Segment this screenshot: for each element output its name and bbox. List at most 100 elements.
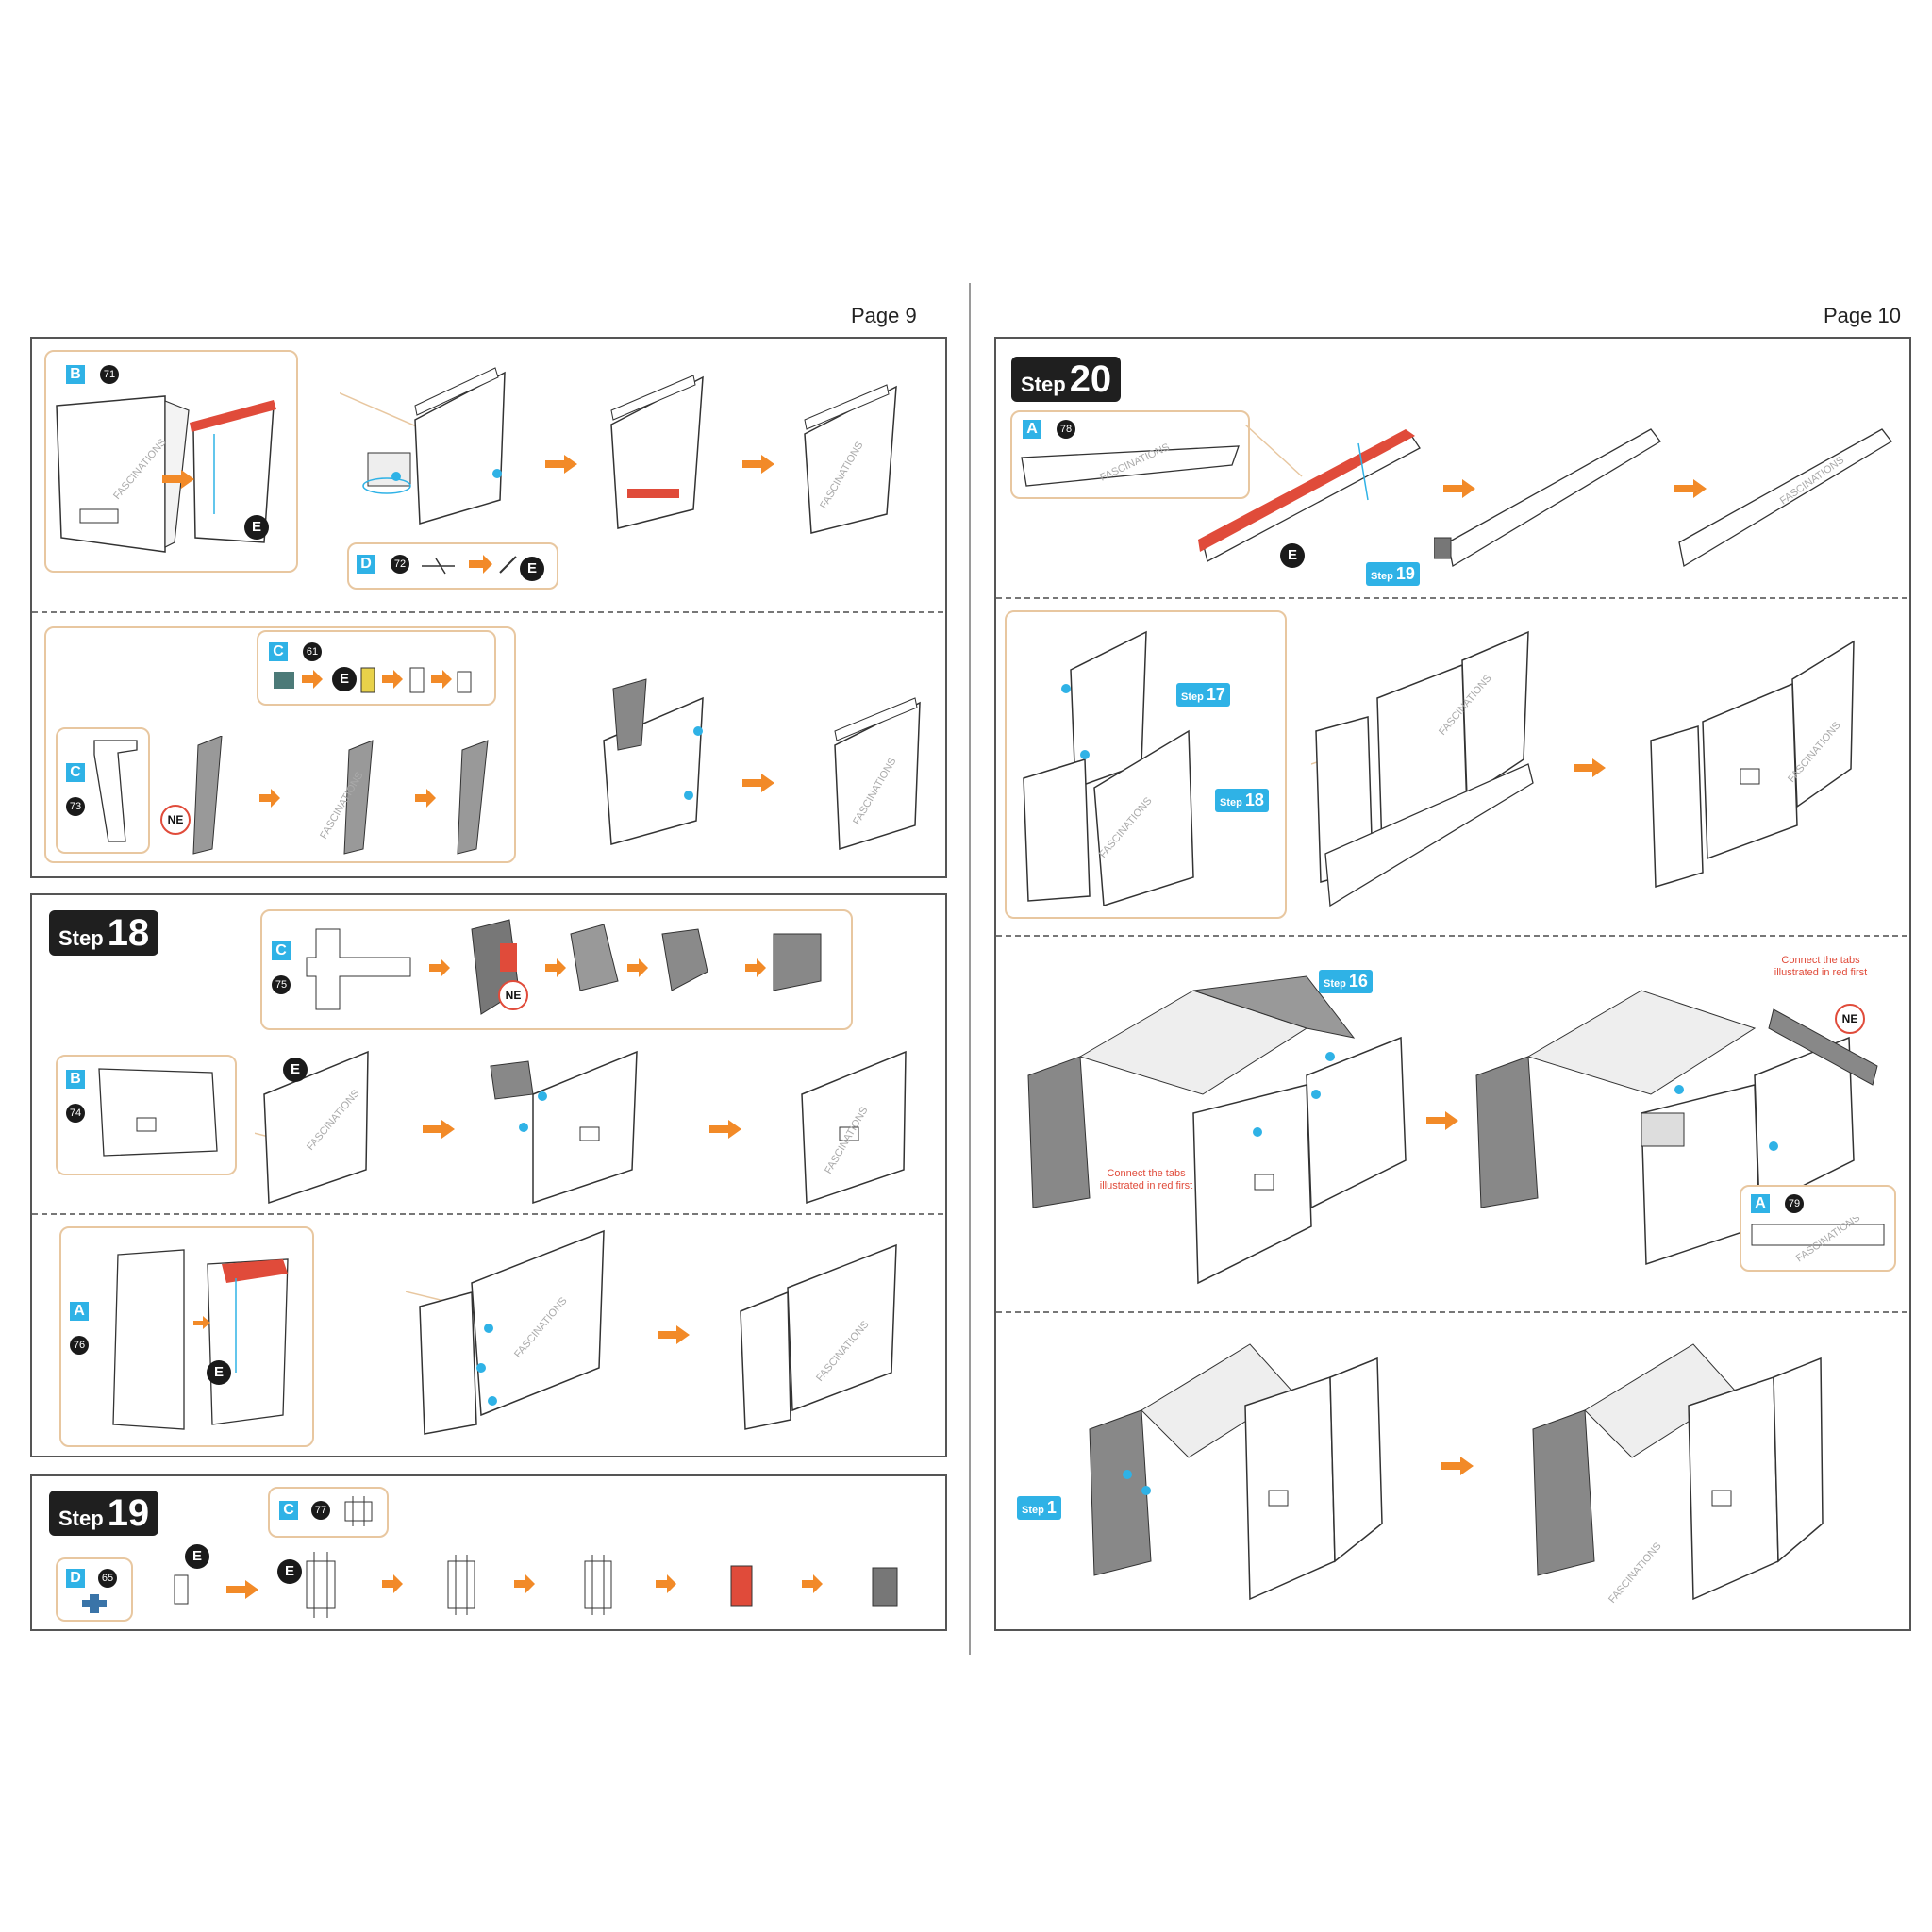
- assembly-illustration: FASCINATIONS: [804, 384, 897, 534]
- assembly-illustration: [1089, 1343, 1383, 1601]
- assembly-illustration: FASCINATIONS: [1023, 630, 1194, 906]
- assembly-illustration: [490, 1050, 638, 1205]
- no-glue-marker-ne: NE: [498, 980, 528, 1010]
- sheet-letter: A: [1751, 1194, 1770, 1213]
- part-number: 77: [311, 1501, 330, 1520]
- sheet-letter: D: [66, 1569, 85, 1588]
- small-part-illustration: [174, 1574, 189, 1605]
- part-number: 72: [391, 555, 409, 574]
- no-glue-marker-ne: NE: [1835, 1004, 1865, 1034]
- part-number: 73: [66, 797, 85, 816]
- assembly-illustration: [610, 375, 704, 529]
- part-number: 76: [70, 1336, 89, 1355]
- part-box-c61: [257, 630, 496, 706]
- step-19-panel: [30, 1474, 947, 1631]
- assembly-illustration: FASCINATIONS: [801, 1050, 907, 1205]
- sheet-letter: B: [66, 1070, 85, 1089]
- next-arrow: [742, 455, 774, 474]
- glue-marker-e: E: [283, 1058, 308, 1082]
- page-number-right: Page 10: [1824, 304, 1901, 327]
- panel-piece-illustration: FASCINATIONS: [56, 395, 276, 553]
- next-arrow: [709, 1120, 741, 1139]
- glue-marker-e: E: [520, 557, 544, 581]
- assembly-illustration: [1198, 425, 1421, 562]
- part-number: 78: [1057, 420, 1075, 439]
- assembly-illustration: FASCINATIONS: [1532, 1343, 1824, 1606]
- small-part-illustration: [422, 555, 517, 575]
- next-arrow: [423, 1120, 455, 1139]
- part-number: 61: [303, 642, 322, 661]
- box-fold-sequence: [306, 919, 822, 1015]
- dashed-separator: [32, 611, 943, 613]
- long-rail-piece: FASCINATIONS: [1751, 1217, 1885, 1264]
- glue-marker-e: E: [207, 1360, 231, 1385]
- next-arrow: [545, 455, 577, 474]
- dashed-separator: [996, 1311, 1907, 1313]
- glue-marker-e: E: [185, 1544, 209, 1569]
- sheet-letter: A: [1023, 420, 1041, 439]
- assembly-illustration: FASCINATIONS: [406, 1229, 605, 1435]
- sheet-letter: C: [269, 642, 288, 661]
- part-box-d65: [56, 1557, 133, 1622]
- next-arrow: [658, 1325, 690, 1344]
- panel-piece-illustration: [112, 1249, 289, 1430]
- sheet-letter: C: [279, 1501, 298, 1520]
- sheet-letter: C: [272, 941, 291, 960]
- part-number: 71: [100, 365, 119, 384]
- part-number: 79: [1785, 1194, 1804, 1213]
- assembly-illustration: FASCINATIONS: [1311, 630, 1534, 908]
- next-arrow: [742, 774, 774, 792]
- assembly-illustration: [340, 367, 506, 525]
- assembly-illustration: FASCINATIONS: [1650, 640, 1855, 888]
- assembly-illustration: FASCINATIONS: [1678, 428, 1892, 568]
- clip-fold-sequence: [306, 1552, 898, 1618]
- page-number-left: Page 9: [851, 304, 917, 327]
- panel-piece-illustration: [98, 1068, 218, 1157]
- dashed-separator: [996, 935, 1907, 937]
- next-arrow: [1674, 479, 1707, 498]
- svg-text:FASCINATIONS: FASCINATIONS: [1607, 1541, 1664, 1606]
- next-arrow: [1574, 758, 1606, 777]
- no-glue-marker-ne: NE: [160, 805, 191, 835]
- part-number: 65: [98, 1569, 117, 1588]
- long-rail-piece: FASCINATIONS: [1021, 441, 1240, 487]
- dashed-separator: [32, 1213, 943, 1215]
- sheet-letter: D: [357, 555, 375, 574]
- small-part-sequence: [274, 667, 472, 693]
- assembly-illustration: [1027, 975, 1407, 1285]
- next-arrow: [226, 1580, 258, 1599]
- part-number: 74: [66, 1104, 85, 1123]
- assembly-illustration: FASCINATIONS: [740, 1243, 897, 1430]
- assembly-illustration: [1434, 428, 1661, 568]
- glue-marker-e: E: [277, 1559, 302, 1584]
- assembly-illustration: FASCINATIONS: [255, 1050, 369, 1205]
- sheet-letter: A: [70, 1302, 89, 1321]
- center-divider: [969, 283, 971, 1655]
- assembly-illustration: [1475, 990, 1878, 1266]
- next-arrow: [1426, 1111, 1458, 1130]
- part-number: 75: [272, 975, 291, 994]
- assembly-illustration: FASCINATIONS: [834, 697, 921, 851]
- next-arrow: [162, 470, 194, 489]
- svg-text:FASCINATIONS: FASCINATIONS: [1778, 455, 1846, 508]
- sheet-letter: C: [66, 763, 85, 782]
- next-arrow: [1443, 479, 1475, 498]
- sheet-letter: B: [66, 365, 85, 384]
- glue-marker-e: E: [332, 667, 357, 691]
- bracket-sequence: FASCINATIONS: [192, 736, 489, 855]
- assembly-illustration: [603, 678, 704, 845]
- glue-marker-e: E: [1280, 543, 1305, 568]
- bracket-piece: [93, 740, 138, 842]
- small-cross-piece: [82, 1594, 107, 1613]
- dashed-separator: [996, 597, 1907, 599]
